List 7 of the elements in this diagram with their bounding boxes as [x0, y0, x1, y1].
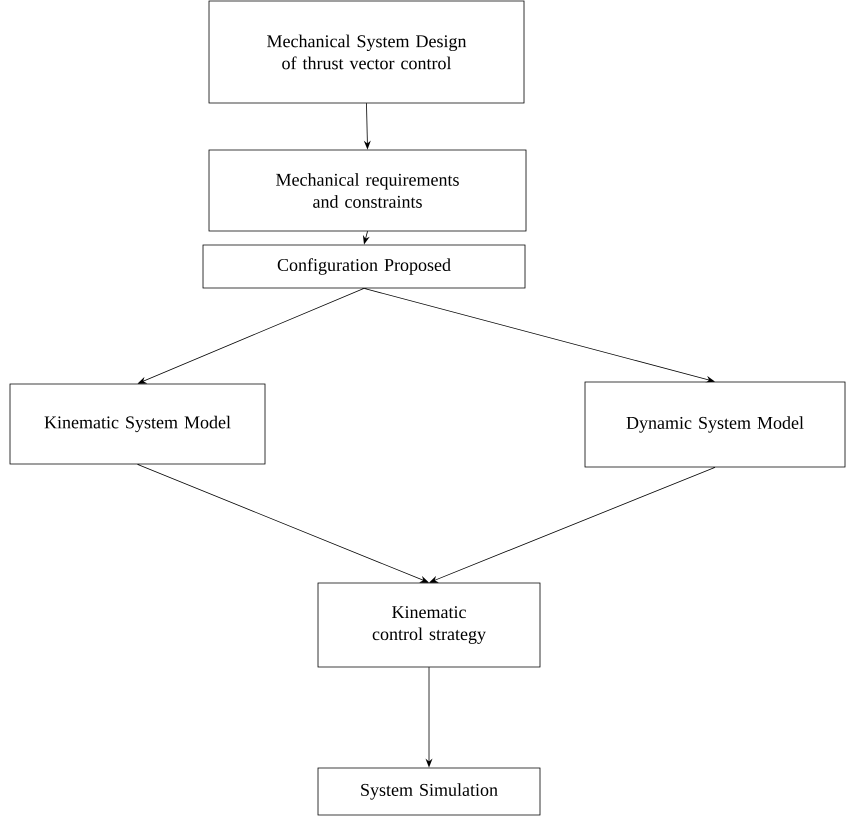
process-box: Mechanical System Design of thrust vector control [208, 0, 524, 104]
process-box: Mechanical requirements and constraints [208, 150, 526, 232]
process-box: Dynamic System Model [584, 382, 846, 468]
process-box: System Simulation [318, 768, 540, 816]
process-box: Kinematic control strategy [318, 582, 540, 668]
process-box: Configuration Proposed [202, 244, 526, 288]
process-box: Kinematic System Model [10, 384, 266, 464]
